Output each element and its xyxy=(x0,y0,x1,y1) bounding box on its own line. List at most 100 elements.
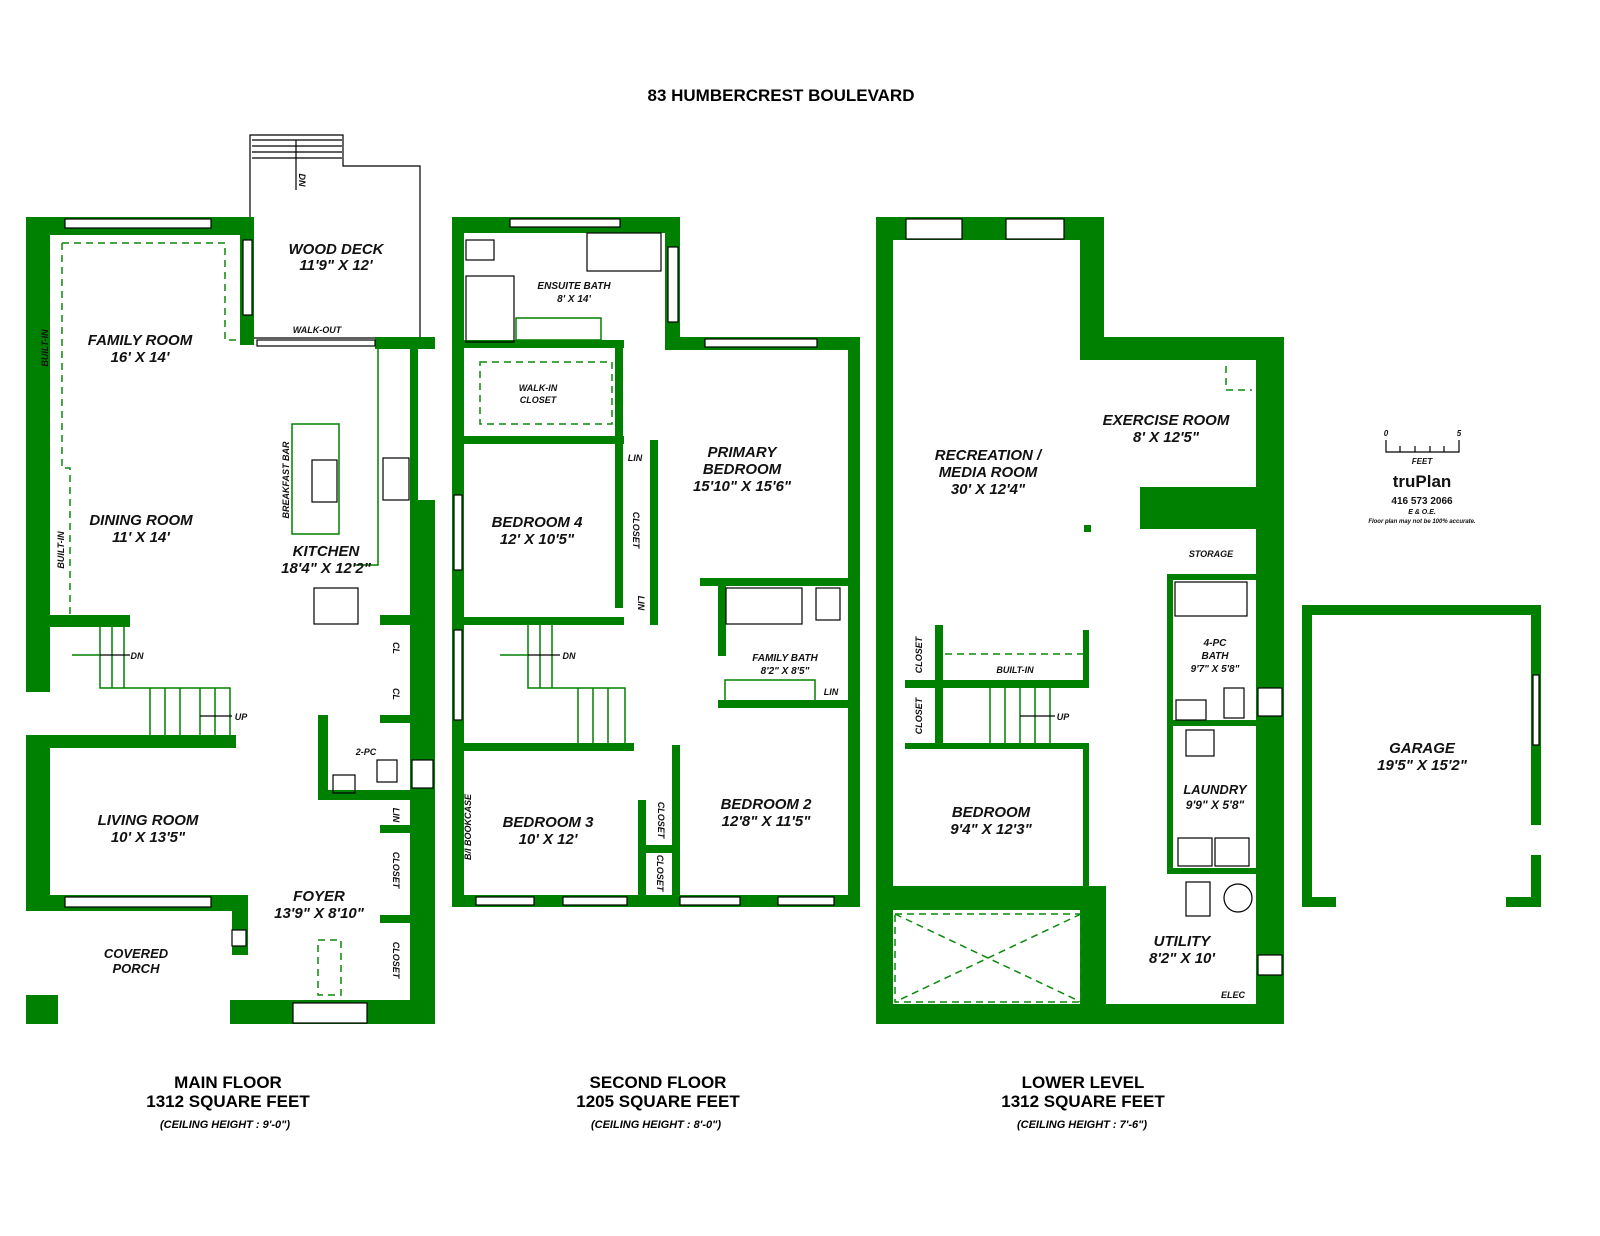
stove-icon xyxy=(382,457,410,501)
wall xyxy=(464,617,624,625)
shower-icon xyxy=(465,275,515,343)
walk-in-closet-name-2: CLOSET xyxy=(520,395,558,405)
water-heater-icon xyxy=(1223,883,1253,913)
recreation-room-name-2: MEDIA ROOM xyxy=(939,464,1038,481)
wall xyxy=(1506,897,1541,907)
wall xyxy=(380,915,410,923)
primary-bedroom-name: PRIMARY xyxy=(708,444,779,461)
bedroom-2-name: BEDROOM 2 xyxy=(721,796,813,813)
wall xyxy=(893,886,1088,910)
walk-in-closet-name: WALK-IN xyxy=(519,383,558,393)
closet-label: CLOSET xyxy=(391,942,401,980)
washer-icon xyxy=(1177,837,1213,867)
bedroom-4-size: 12' X 10'5" xyxy=(500,531,575,548)
closet-label: CLOSET xyxy=(656,802,666,840)
bedroom-size: 9'4" X 12'3" xyxy=(950,821,1032,838)
built-in-outline xyxy=(61,242,240,620)
sink-icon xyxy=(332,774,356,794)
wall xyxy=(650,440,658,625)
wall xyxy=(1083,743,1089,888)
window xyxy=(475,896,535,906)
toilet-icon xyxy=(376,759,398,783)
walk-out-label: WALK-OUT xyxy=(293,325,343,335)
main-floor-caption: MAIN FLOOR xyxy=(174,1073,282,1092)
scale-bar xyxy=(1385,440,1460,453)
toilet-icon xyxy=(1223,687,1245,719)
wall xyxy=(26,740,50,910)
second-floor-stairs xyxy=(500,625,626,748)
main-floor-area: 1312 SQUARE FEET xyxy=(146,1092,310,1111)
vanity-icon xyxy=(724,679,816,705)
wall xyxy=(380,615,410,625)
linen-label: LIN xyxy=(636,596,646,611)
lower-stairs xyxy=(989,688,1055,745)
lower-level-ceiling: (CEILING HEIGHT : 7'-6") xyxy=(1017,1119,1147,1131)
wall xyxy=(318,790,418,800)
wall xyxy=(380,715,410,723)
walk-in-closet-outline xyxy=(479,361,613,425)
exercise-room-name: EXERCISE ROOM xyxy=(1103,412,1230,429)
built-in-label: BUILT-IN xyxy=(996,665,1034,675)
four-pc-bath-name: 4-PC xyxy=(1203,638,1228,649)
truplan-logo: truPlan xyxy=(1393,472,1452,491)
living-room-name: LIVING ROOM xyxy=(98,812,199,829)
wall xyxy=(1080,337,1284,360)
primary-bedroom-name-2: BEDROOM xyxy=(703,461,782,478)
recreation-room-size: 30' X 12'4" xyxy=(951,481,1026,498)
window xyxy=(231,929,247,947)
window xyxy=(905,218,963,240)
dryer-icon xyxy=(1214,837,1250,867)
window xyxy=(411,759,434,789)
garage-plan: GARAGE 19'5" X 15'2" xyxy=(1302,605,1541,907)
dining-room-name: DINING ROOM xyxy=(89,512,193,529)
wall xyxy=(905,743,1088,749)
scale-end: 5 xyxy=(1457,429,1462,438)
closet-label: CLOSET xyxy=(655,855,665,893)
four-pc-bath-name-2: BATH xyxy=(1201,651,1229,662)
built-in-label: BUILT-IN xyxy=(56,531,66,569)
bathtub-icon xyxy=(586,232,662,272)
window xyxy=(64,218,212,229)
bathtub-icon xyxy=(1174,581,1248,617)
sink-icon xyxy=(311,459,338,503)
wall xyxy=(26,995,58,1024)
wall xyxy=(464,340,624,348)
family-bath-size: 8'2" X 8'5" xyxy=(761,666,810,677)
bedroom-3-size: 10' X 12' xyxy=(519,831,578,848)
laundry-sink-icon xyxy=(1185,729,1215,757)
wall xyxy=(50,615,130,627)
kitchen-size: 18'4" X 12'2" xyxy=(281,560,372,577)
wall xyxy=(638,800,646,900)
wood-deck-size: 11'9" X 12' xyxy=(299,257,373,274)
stairs-up-label: UP xyxy=(1057,712,1070,722)
wall xyxy=(1302,897,1336,907)
covered-porch-name: COVERED xyxy=(104,946,169,961)
dining-room-size: 11' X 14' xyxy=(112,529,170,546)
second-floor-area: 1205 SQUARE FEET xyxy=(576,1092,740,1111)
wall xyxy=(375,337,435,349)
wall xyxy=(26,217,50,692)
wall xyxy=(1140,487,1256,529)
wall xyxy=(876,217,893,1024)
exercise-outline xyxy=(1225,366,1252,391)
deck-dn-label: DN xyxy=(297,174,307,187)
ensuite-bath-name: ENSUITE BATH xyxy=(537,281,611,292)
lower-level-caption: LOWER LEVEL xyxy=(1022,1073,1145,1092)
wall xyxy=(640,845,675,853)
bedroom-name: BEDROOM xyxy=(952,804,1031,821)
wall xyxy=(26,735,236,748)
wall xyxy=(452,895,860,907)
wall xyxy=(1080,217,1104,360)
bedroom-3-name: BEDROOM 3 xyxy=(503,814,595,831)
foyer-name: FOYER xyxy=(293,888,345,905)
wall xyxy=(615,348,623,608)
linen-label: LIN xyxy=(824,687,839,697)
deck-stairs xyxy=(252,139,342,190)
wall xyxy=(848,337,860,907)
elec-label: ELEC xyxy=(1221,990,1246,1000)
lower-level-area: 1312 SQUARE FEET xyxy=(1001,1092,1165,1111)
window xyxy=(562,896,628,906)
wall xyxy=(1167,720,1256,726)
furnace-icon xyxy=(1185,881,1211,917)
second-floor-caption: SECOND FLOOR xyxy=(590,1073,727,1092)
